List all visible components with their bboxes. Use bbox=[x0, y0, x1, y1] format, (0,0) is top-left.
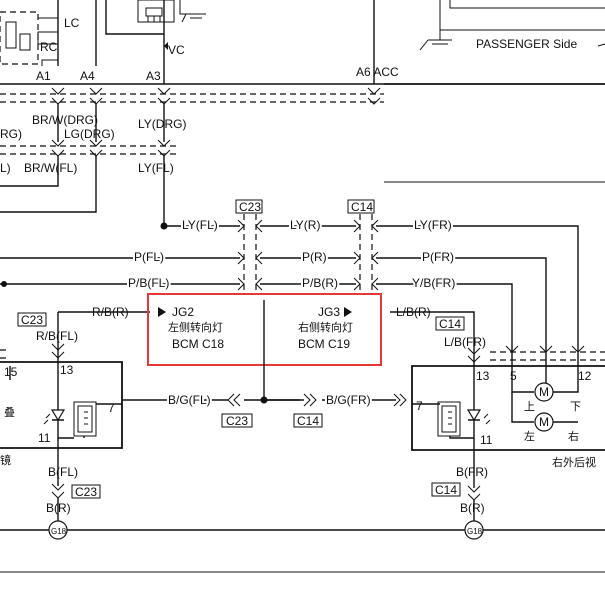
wire-ly-r: LY(R) bbox=[290, 218, 320, 232]
right-mirror-unit: 13 7 11 5 12 M M 上 下 左 右 bbox=[411, 365, 605, 488]
connector-c14-bottom bbox=[293, 413, 323, 428]
wire-ly-fl-h: LY(FL) bbox=[182, 218, 218, 232]
wire-pb-fl: P/B(FL) bbox=[128, 276, 169, 290]
wire-br-w-drg: BR/W(DRG) bbox=[32, 113, 98, 127]
connector-c23-bottom-label: C23 bbox=[226, 414, 248, 428]
connector-c14-top bbox=[347, 199, 375, 214]
led-left-icon bbox=[50, 409, 66, 422]
label-up: 上 bbox=[524, 400, 535, 413]
connector-c14-right-label: C14 bbox=[439, 317, 461, 331]
ground-left-label: G18 bbox=[51, 527, 67, 536]
turn-lamp-left-icon bbox=[73, 401, 97, 437]
wire-rb-r: R/B(R) bbox=[92, 305, 129, 319]
turn-lamp-right-icon bbox=[437, 401, 461, 437]
wire-p-r: P(R) bbox=[302, 250, 327, 264]
left-pin-11: 11 bbox=[38, 431, 51, 445]
wire-ly-fr: LY(FR) bbox=[414, 218, 452, 232]
wire-yb-fr: Y/B(FR) bbox=[412, 276, 455, 290]
motor-updown-label: M bbox=[539, 385, 549, 399]
connector-c14-lower-right bbox=[431, 482, 461, 497]
label-right: 右 bbox=[568, 429, 579, 443]
left-pin-15: 15 bbox=[4, 365, 18, 379]
connector-c14-top-label: C14 bbox=[351, 200, 373, 214]
left-pin-13: 13 bbox=[60, 363, 74, 377]
a6-acc-label: A6 ACC bbox=[356, 65, 399, 79]
jg2-cn-label: 左侧转向灯 bbox=[168, 320, 223, 334]
wire-pb-r: P/B(R) bbox=[302, 276, 338, 290]
connector-c14-bottom-label: C14 bbox=[297, 414, 319, 428]
right-pin-5: 5 bbox=[510, 369, 517, 383]
jg3-block: JG3 右侧转向灯 BCM C19 bbox=[298, 305, 353, 351]
wire-b-fl: B(FL) bbox=[48, 465, 78, 479]
pin-a4: A4 bbox=[80, 69, 95, 83]
wire-lg-drg: LG(DRG) bbox=[64, 127, 115, 141]
top-forks bbox=[51, 87, 381, 105]
right-pin-7: 7 bbox=[416, 399, 423, 413]
connector-c23-left bbox=[17, 312, 47, 327]
wire-ly-drg: LY(DRG) bbox=[138, 117, 186, 131]
wire-p-fr: P(FR) bbox=[422, 250, 454, 264]
wire-l-partial: L) bbox=[0, 161, 11, 175]
wire-br-w-fl: BR/W(FL) bbox=[24, 161, 77, 175]
junction-bg bbox=[260, 396, 268, 404]
vc-module bbox=[137, 0, 175, 23]
left-pin-7: 7 bbox=[108, 401, 115, 415]
wire-b-r-right: B(R) bbox=[460, 501, 485, 515]
wire-rb-fl: R/B(FL) bbox=[36, 329, 78, 343]
wire-ly-fl: LY(FL) bbox=[138, 161, 174, 175]
right-mirror-caption: 右外后视 bbox=[552, 455, 596, 469]
pin-a3: A3 bbox=[146, 69, 161, 83]
top-relay-area: LC RC VC A1 A4 A3 A6 ACC PASSENGER Side bbox=[0, 0, 605, 103]
connector-c14-right bbox=[435, 316, 465, 331]
wire-lb-fr: L/B(FR) bbox=[444, 335, 486, 349]
lc-label: LC bbox=[64, 16, 80, 30]
left-mirror-unit: 15 13 7 11 叠 镜 bbox=[0, 361, 123, 486]
connector-c23-left-label: C23 bbox=[21, 313, 43, 327]
passenger-side-label: PASSENGER Side bbox=[476, 37, 577, 51]
jg3-cn-label: 右侧转向灯 bbox=[298, 320, 353, 334]
right-pin-12: 12 bbox=[578, 369, 592, 383]
c14-column-break: C14 bbox=[347, 199, 379, 294]
connector-c14-lower-right-label: C14 bbox=[435, 483, 457, 497]
right-pin-13: 13 bbox=[476, 369, 490, 383]
jg3-bcm-label: BCM C19 bbox=[298, 337, 350, 351]
motor-leftright-label: M bbox=[539, 415, 549, 429]
left-cn-fold: 叠 bbox=[4, 406, 15, 419]
c23-column-break: C23 bbox=[235, 199, 263, 294]
left-cn-mirror: 镜 bbox=[0, 453, 11, 467]
jg2-label: JG2 bbox=[172, 305, 194, 319]
right-pin-11: 11 bbox=[480, 433, 493, 447]
jg2-arrow-icon bbox=[158, 307, 166, 317]
relay-component bbox=[5, 21, 17, 49]
jg3-arrow-icon bbox=[344, 307, 352, 317]
wire-p-fl: P(FL) bbox=[134, 250, 164, 264]
connector-c23-top bbox=[235, 199, 263, 214]
rc-label: RC bbox=[40, 40, 58, 54]
connector-c23-lower-left bbox=[71, 484, 101, 499]
label-left: 左 bbox=[524, 430, 535, 443]
wire-b-fr: B(FR) bbox=[456, 465, 488, 479]
jg3-label: JG3 bbox=[318, 305, 340, 319]
wire-rg-drg-partial: RG) bbox=[0, 127, 22, 141]
wire-bg-fl: B/G(FL) bbox=[168, 393, 211, 407]
jg2-block: JG2 左侧转向灯 BCM C18 bbox=[158, 305, 224, 351]
vc-label: VC bbox=[168, 43, 185, 57]
connector-c23-lower-left-label: C23 bbox=[75, 485, 97, 499]
wire-bg-fr: B/G(FR) bbox=[326, 393, 371, 407]
connector-c23-top-label: C23 bbox=[239, 200, 261, 214]
label-down: 下 bbox=[570, 400, 581, 413]
relay-coil bbox=[19, 33, 31, 51]
led-right-icon bbox=[466, 409, 482, 422]
ground-right-label: G18 bbox=[467, 527, 483, 536]
jg2-bcm-label: BCM C18 bbox=[172, 337, 224, 351]
wire-lb-r: L/B(R) bbox=[396, 305, 431, 319]
pin-a1: A1 bbox=[36, 69, 51, 83]
connector-c23-bottom bbox=[221, 413, 253, 428]
